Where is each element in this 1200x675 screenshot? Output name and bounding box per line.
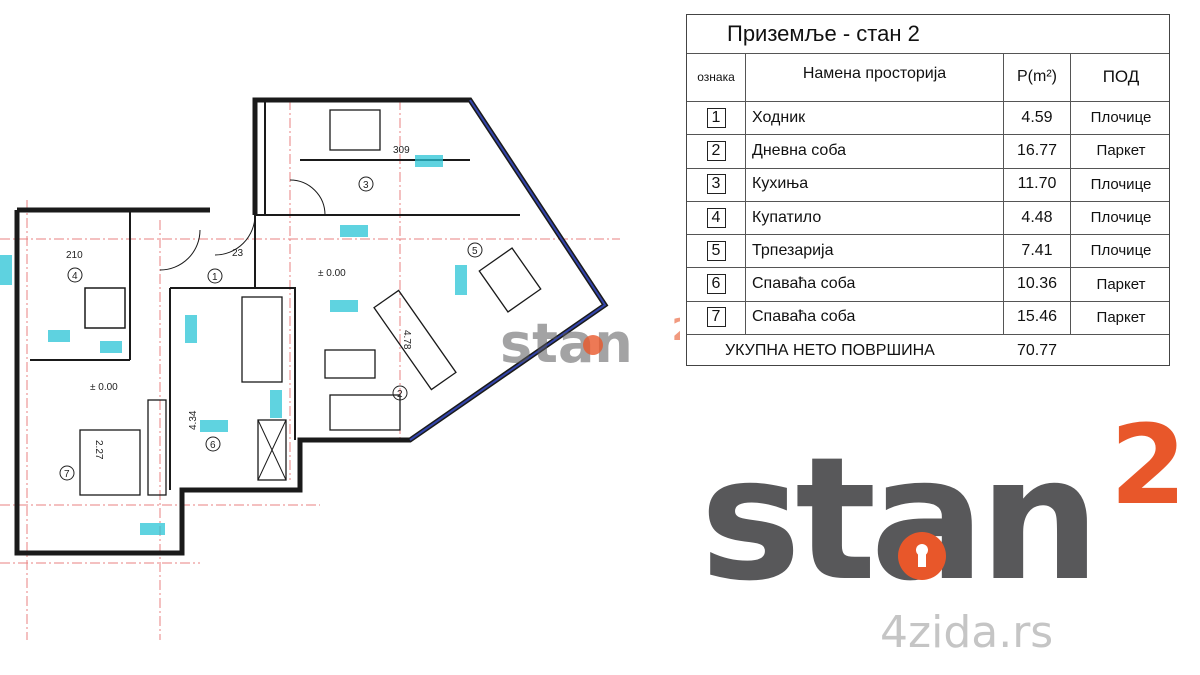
dimension-labels: 309 210 23 4.78 4.34 2.27 ± 0.00 ± 0.00	[66, 145, 412, 460]
room-name: Купатило	[746, 200, 1004, 235]
room-number: 3	[363, 180, 369, 191]
floor-plan-drawing: 1 2 3 4 5 6 7 309 210 23 4.78 4.34 2.27 …	[0, 97, 680, 640]
small-logo-text: stan	[500, 312, 633, 375]
room-area: 7.41	[1004, 234, 1071, 268]
room-area: 16.77	[1004, 134, 1071, 168]
room-area: 10.36	[1004, 267, 1071, 301]
room-number: 7	[64, 469, 70, 480]
total-row: УКУПНА НЕТО ПОВРШИНА 70.77	[687, 334, 1169, 365]
stan2-logo: stan	[700, 421, 1100, 619]
room-mark-box: 7	[706, 307, 726, 328]
room-number: 6	[210, 440, 216, 451]
room-mark-box: 3	[706, 174, 726, 195]
room-mark: 4	[687, 200, 746, 235]
room-area-table: Приземље - стан 2 ознака Намена простори…	[686, 14, 1170, 366]
room-area: 4.59	[1004, 101, 1071, 135]
room-mark: 7	[687, 300, 746, 335]
cyan-labels	[0, 155, 467, 535]
room-number: 1	[212, 272, 218, 283]
table-header: ознака Намена просторија P(m²) ПОД	[687, 53, 1169, 102]
room-area: 4.48	[1004, 200, 1071, 235]
logo-superscript: 2	[1110, 401, 1187, 529]
room-mark: 2	[687, 134, 746, 168]
axis-lines	[0, 100, 620, 640]
keyhole-icon	[898, 532, 946, 580]
dimension-label: 4.34	[188, 410, 199, 430]
dimension-label: 210	[66, 250, 83, 261]
walls	[14, 97, 609, 556]
room-number: 2	[397, 389, 403, 400]
level-mark: ± 0.00	[90, 382, 118, 393]
header-floor: ПОД	[1102, 67, 1140, 86]
dimension-label: 23	[232, 248, 244, 259]
room-name: Трпезарија	[746, 234, 1004, 268]
room-floor: Паркет	[1096, 308, 1146, 326]
room-floor: Плочице	[1090, 242, 1152, 260]
dimension-label: 2.27	[93, 440, 104, 460]
room-name: Ходник	[746, 101, 1004, 135]
room-number: 5	[472, 246, 478, 257]
room-numbers: 1 2 3 4 5 6 7	[59, 176, 483, 481]
room-floor: Плочице	[1090, 209, 1152, 227]
room-mark-box: 4	[706, 207, 726, 228]
room-mark: 3	[687, 167, 746, 201]
small-logo-superscript: 2	[672, 313, 680, 348]
4zida-watermark: 4zida.rs	[880, 607, 1054, 658]
room-mark: 1	[687, 101, 746, 135]
room-floor: Плочице	[1090, 109, 1152, 127]
room-floor: Паркет	[1096, 275, 1146, 293]
header-area: P(m²)	[1004, 53, 1071, 101]
total-label: УКУПНА НЕТО ПОВРШИНА	[725, 342, 935, 359]
level-mark: ± 0.00	[318, 268, 346, 279]
room-mark-box: 1	[706, 107, 726, 128]
table-title-text: Приземље - стан 2	[727, 21, 920, 46]
room-mark-box: 6	[706, 274, 726, 295]
room-name: Кухиња	[746, 167, 1004, 201]
room-floor: Плочице	[1090, 175, 1152, 193]
stan2-watermark-small: stan 2	[500, 312, 680, 375]
room-number: 4	[72, 271, 78, 282]
room-name: Спаваћа соба	[746, 300, 1004, 335]
room-mark-box: 5	[706, 240, 726, 261]
room-mark-box: 2	[706, 140, 726, 161]
room-mark: 5	[687, 234, 746, 268]
header-purpose: Намена просторија	[746, 53, 1004, 101]
table-title: Приземље - стан 2	[687, 15, 1169, 54]
room-area: 11.70	[1004, 167, 1071, 201]
header-mark: ознака	[687, 53, 746, 101]
room-area: 15.46	[1004, 300, 1071, 335]
total-value: 70.77	[1017, 342, 1058, 359]
room-floor: Паркет	[1096, 142, 1146, 160]
dimension-label: 309	[393, 145, 410, 156]
room-name: Спаваћа соба	[746, 267, 1004, 301]
dimension-label: 4.78	[401, 330, 412, 350]
room-mark: 6	[687, 267, 746, 301]
room-name: Дневна соба	[746, 134, 1004, 168]
